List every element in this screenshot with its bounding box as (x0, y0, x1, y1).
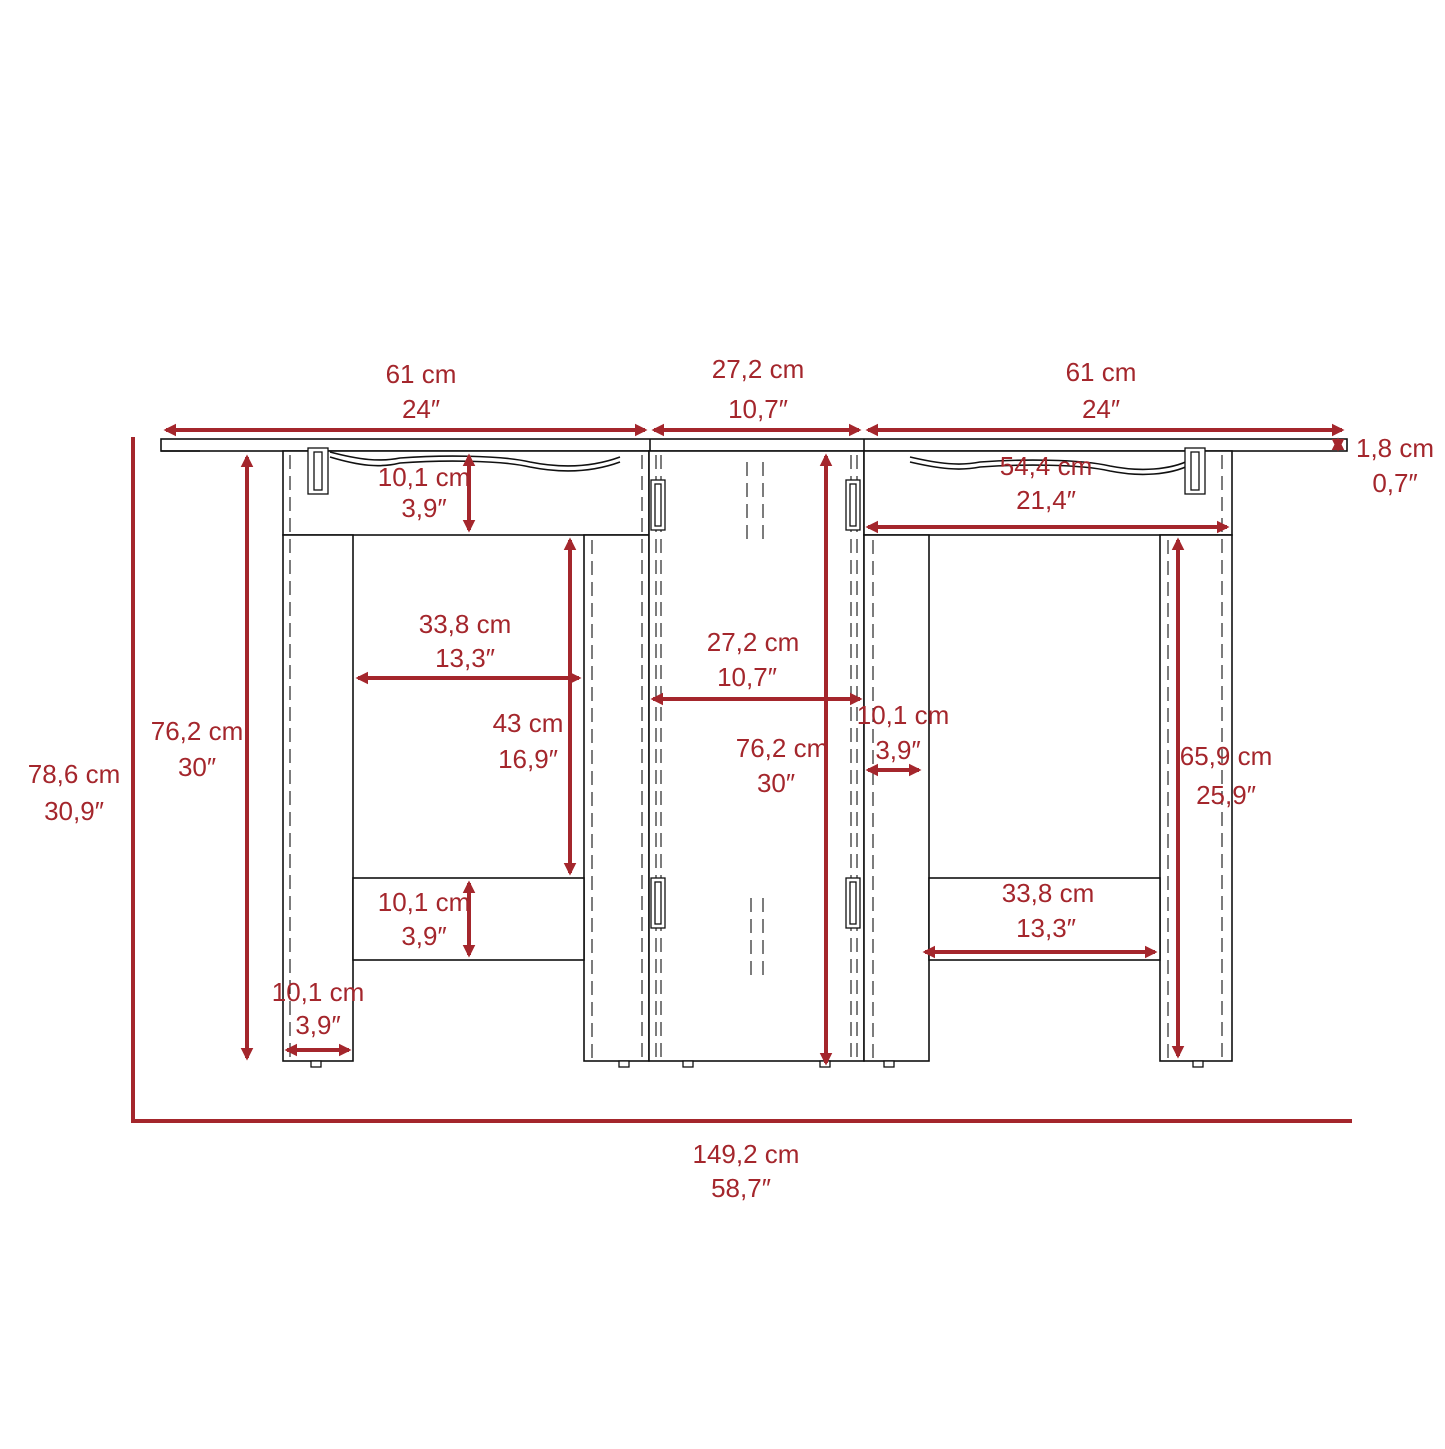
right-inner-post (863, 534, 930, 1062)
table-top (160, 438, 1348, 452)
left-inner-post (583, 534, 650, 1062)
left-opening-width-cm: 33,8 cm (419, 609, 512, 639)
apron-right-width-cm: 54,4 cm (1000, 451, 1093, 481)
right-post-gap-in: 3,9″ (875, 735, 920, 765)
center-top-in: 10,7″ (728, 394, 788, 424)
total-height-in: 30,9″ (44, 796, 104, 826)
total-height-cm: 78,6 cm (28, 759, 121, 789)
dimension-labels: 61 cm 24″ 27,2 cm 10,7″ 61 cm 24″ 1,8 cm… (28, 354, 1434, 1203)
center-width-in: 10,7″ (717, 662, 777, 692)
left-lower-rail-in: 3,9″ (401, 921, 446, 951)
hinge-icon (650, 877, 666, 929)
center-height-in: 30″ (757, 768, 795, 798)
overall-axes (131, 437, 1352, 1123)
apron-left-cm: 10,1 cm (378, 462, 471, 492)
leaf-right-in: 24″ (1082, 394, 1120, 424)
hinge-icon (650, 479, 666, 531)
total-width-cm: 149,2 cm (693, 1139, 800, 1169)
hinge-icon (1184, 447, 1206, 495)
apron-right-width-in: 21,4″ (1016, 485, 1076, 515)
left-lower-rail-cm: 10,1 cm (378, 887, 471, 917)
left-opening-height-in: 16,9″ (498, 744, 558, 774)
leaf-left-cm: 61 cm (386, 359, 457, 389)
right-post-gap-cm: 10,1 cm (857, 700, 950, 730)
center-top-cm: 27,2 cm (712, 354, 805, 384)
dimension-lines (131, 423, 1352, 1123)
hinge-icon (845, 479, 861, 531)
hinge-icon (845, 877, 861, 929)
center-height-cm: 76,2 cm (736, 733, 829, 763)
hinge-icon (307, 447, 329, 495)
left-opening-width-in: 13,3″ (435, 643, 495, 673)
center-width-cm: 27,2 cm (707, 627, 800, 657)
leveler-feet (310, 1060, 1204, 1068)
top-thickness-cm: 1,8 cm (1356, 433, 1434, 463)
total-width-in: 58,7″ (711, 1173, 771, 1203)
top-thickness-in: 0,7″ (1372, 468, 1417, 498)
left-leg-height-cm: 76,2 cm (151, 716, 244, 746)
left-leg-height-in: 30″ (178, 752, 216, 782)
right-leg-height-in: 25,9″ (1196, 780, 1256, 810)
left-opening-height-cm: 43 cm (493, 708, 564, 738)
right-lower-width-in: 13,3″ (1016, 913, 1076, 943)
left-leg-width-cm: 10,1 cm (272, 977, 365, 1007)
left-leg-width-in: 3,9″ (295, 1010, 340, 1040)
apron-left-in: 3,9″ (401, 493, 446, 523)
leaf-right-cm: 61 cm (1066, 357, 1137, 387)
leaf-left-in: 24″ (402, 394, 440, 424)
right-lower-width-cm: 33,8 cm (1002, 878, 1095, 908)
left-leg (282, 534, 354, 1062)
right-leg-height-cm: 65,9 cm (1180, 741, 1273, 771)
